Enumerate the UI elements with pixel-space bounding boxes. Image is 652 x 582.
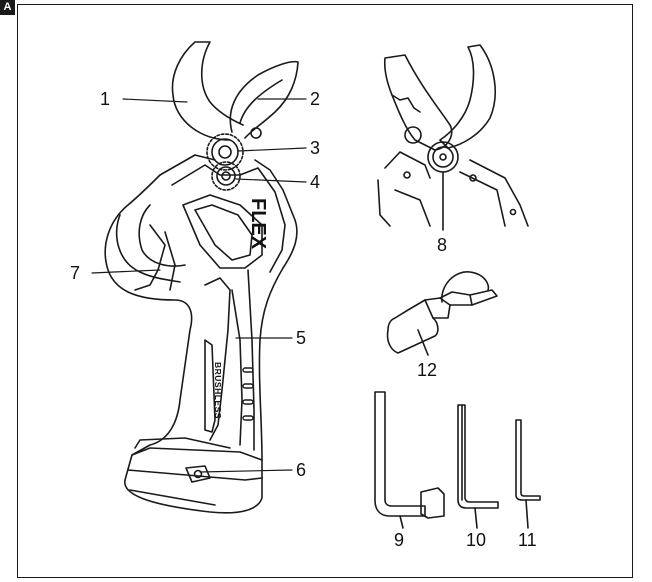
pivot-gears — [206, 133, 244, 191]
lock-switch — [185, 465, 211, 483]
callout-10: 10 — [466, 530, 487, 550]
leader-lines — [91, 98, 307, 473]
vent-slots — [242, 367, 254, 421]
blades — [171, 41, 299, 141]
callout-9: 9 — [394, 530, 405, 550]
callout-2: 2 — [310, 89, 321, 109]
callout-5: 5 — [296, 328, 307, 348]
brand-logo: FLEX — [247, 198, 269, 250]
hex-key-10 — [457, 404, 499, 529]
oil-bottle — [386, 271, 498, 356]
model-label: BRUSHLESS — [213, 362, 223, 419]
callout-3: 3 — [310, 138, 321, 158]
callout-12: 12 — [417, 360, 438, 380]
hex-key-11 — [515, 419, 541, 529]
section-tab: A — [0, 0, 15, 15]
callout-6: 6 — [296, 460, 307, 480]
callout-7: 7 — [70, 263, 81, 283]
diagram-frame — [17, 4, 633, 578]
callout-4: 4 — [310, 172, 321, 192]
blade-detail-view — [377, 44, 529, 231]
callout-1: 1 — [100, 89, 111, 109]
hex-key-9 — [374, 391, 445, 529]
callout-8: 8 — [437, 235, 448, 255]
callout-11: 11 — [518, 530, 537, 550]
